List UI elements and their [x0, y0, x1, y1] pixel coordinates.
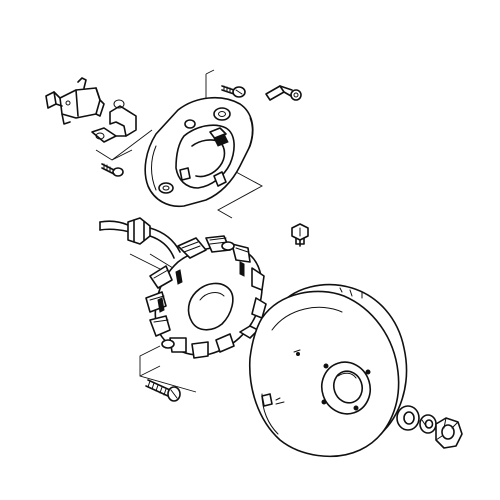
stator-coil-assembly	[145, 235, 267, 359]
wire-harness-grommet	[99, 217, 181, 259]
flywheel-nut	[435, 417, 463, 449]
wire-clamp	[265, 85, 302, 101]
mounting-bracket	[91, 99, 137, 143]
pulser-base-plate	[144, 96, 254, 208]
flywheel-rotor	[248, 283, 408, 458]
small-screw	[101, 163, 124, 177]
flange-bolt	[291, 223, 309, 247]
lock-washer	[419, 414, 437, 434]
pickup-coil-sensor	[45, 77, 105, 125]
base-plate-screw	[221, 85, 246, 98]
stator-bolt	[145, 379, 181, 402]
flat-washer	[396, 405, 420, 431]
